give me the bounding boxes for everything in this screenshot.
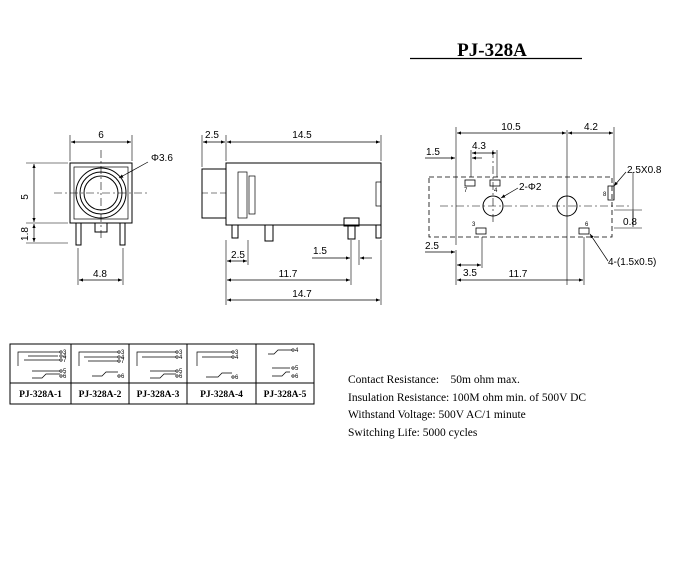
front-pin-left	[75, 222, 82, 246]
page-title: PJ-328A	[457, 40, 527, 61]
variant-label-1: PJ-328A-1	[19, 390, 62, 400]
dim-top-holes: 2-Φ2	[519, 182, 542, 193]
specifications: Contact Resistance: 50m ohm max. Insulat…	[348, 372, 586, 442]
schematic-1	[17, 350, 63, 379]
front-view	[26, 135, 149, 285]
s1-pin-b: 4	[63, 354, 67, 360]
slot-6	[578, 227, 590, 235]
dim-top-a: 10.5	[501, 122, 521, 133]
s1-pin-e: 6	[63, 374, 67, 380]
slot-8	[607, 185, 615, 201]
s2-pin-d: 6	[121, 374, 125, 380]
s4-pin-a: 3	[235, 350, 239, 356]
s4-pin-c: 6	[235, 375, 239, 381]
front-view-labels: 6 5 1.8 4.8 Φ3.6	[20, 130, 173, 280]
pin-label-8: 8	[603, 192, 607, 198]
side-contact-1	[237, 171, 248, 219]
front-pin-right	[119, 222, 126, 246]
s1-pin-d: 5	[63, 369, 67, 375]
s5-pin-c: 6	[295, 374, 299, 380]
footprint-outline	[428, 176, 613, 238]
dim-front-pin-span: 4.8	[93, 269, 107, 280]
side-pin-4	[375, 224, 382, 239]
dim-side-total: 14.7	[292, 289, 312, 300]
title-block: PJ-328A	[410, 40, 582, 61]
variant-labels: PJ-328A-1 PJ-328A-2 PJ-328A-3 PJ-328A-4 …	[19, 390, 306, 400]
spec-contact-resistance: Contact Resistance: 50m ohm max.	[348, 374, 520, 386]
dim-top-i: 11.7	[509, 269, 528, 280]
dim-side-pin-a: 2.5	[231, 250, 245, 261]
s4-pin-b: 4	[235, 355, 239, 361]
side-front-collar	[201, 168, 227, 219]
spec-insulation-resistance: Insulation Resistance: 100M ohm min. of …	[348, 391, 587, 404]
s2-pin-a: 3	[121, 350, 125, 356]
side-view	[201, 135, 382, 305]
s3-pin-d: 6	[179, 374, 183, 380]
footprint-pin-labels: 7 4 3 6 8	[464, 188, 607, 228]
pin-label-3: 3	[472, 222, 476, 228]
s2-pin-b: 4	[121, 355, 125, 361]
dim-front-offset: 1.8	[20, 227, 31, 241]
variant-label-5: PJ-328A-5	[264, 390, 307, 400]
s1-pin-a: 3	[63, 350, 67, 356]
s1-pin-c: 7	[63, 358, 67, 364]
schematic-pin-labels: 3 4 7 5 6 3 4 7 6 3 4 5 6 3 4 6 4 5 6	[63, 348, 299, 381]
pin-label-4: 4	[494, 188, 498, 194]
variant-label-3: PJ-328A-3	[137, 390, 180, 400]
side-pin-1	[231, 224, 239, 239]
slot-7	[464, 179, 476, 187]
dim-top-d: 1.5	[426, 147, 440, 158]
spec-switching-life: Switching Life: 5000 cycles	[348, 426, 478, 439]
dim-front-height: 5	[20, 194, 31, 200]
pin-label-6: 6	[585, 222, 589, 228]
side-view-labels: 2.5 14.5 2.5 1.5 11.7 14.7	[205, 130, 327, 300]
slot-4	[489, 179, 501, 187]
dim-top-f: 0.8	[623, 217, 637, 228]
dim-side-pin-b: 1.5	[313, 246, 327, 257]
footprint-view	[425, 127, 642, 285]
dim-front-diameter: Φ3.6	[151, 153, 173, 164]
side-pin-3	[347, 224, 356, 240]
variant-table	[9, 343, 315, 405]
slot-3	[475, 227, 487, 235]
dim-top-g: 2.5	[425, 241, 439, 252]
dim-top-slots: 4-(1.5x0.5)	[608, 257, 656, 268]
side-contact-2	[248, 175, 256, 215]
footprint-labels: 10.5 4.2 4.3 1.5 2.5X0.8 2-Φ2 0.8 2.5 3.…	[425, 122, 662, 280]
s5-pin-b: 5	[295, 366, 299, 372]
schematic-2	[78, 350, 121, 378]
schematic-3	[136, 350, 179, 379]
schematic-5	[268, 348, 295, 378]
s3-pin-a: 3	[179, 350, 183, 356]
dim-top-h: 3.5	[463, 268, 477, 279]
spec-withstand-voltage: Withstand Voltage: 500V AC/1 minute	[348, 409, 526, 421]
side-pin-3-base	[343, 217, 360, 227]
dim-side-front: 2.5	[205, 130, 219, 141]
side-rear-tab	[375, 181, 382, 207]
variant-label-2: PJ-328A-2	[79, 390, 122, 400]
s3-pin-c: 5	[179, 369, 183, 375]
dim-front-width: 6	[98, 130, 104, 141]
dim-top-c: 4.3	[472, 141, 486, 152]
dim-top-e: 2.5X0.8	[627, 165, 662, 176]
s2-pin-c: 7	[121, 359, 125, 365]
s5-pin-a: 4	[295, 348, 299, 354]
side-pin-2	[264, 224, 274, 242]
dim-side-body: 14.5	[292, 130, 312, 141]
schematic-4	[196, 350, 235, 379]
variant-label-4: PJ-328A-4	[200, 390, 243, 400]
s3-pin-b: 4	[179, 355, 183, 361]
pin-label-7: 7	[464, 188, 468, 194]
dim-side-pin-c: 11.7	[279, 269, 298, 280]
dim-top-b: 4.2	[584, 122, 598, 133]
